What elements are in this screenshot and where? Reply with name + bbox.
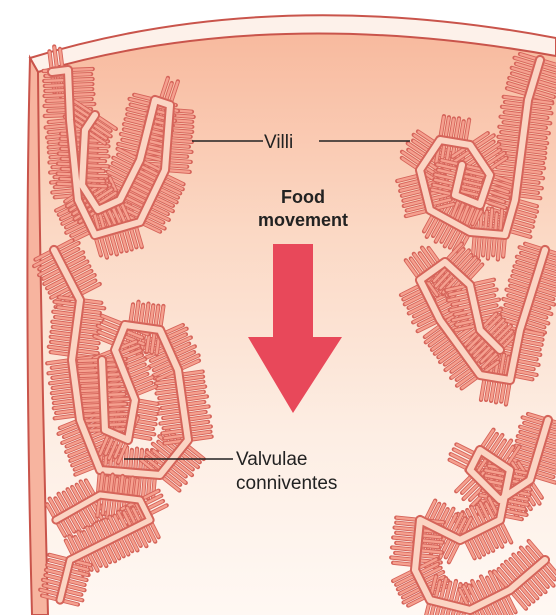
villus-fill [87, 150, 106, 151]
villus-fill [170, 140, 191, 142]
villus-fill [170, 135, 190, 137]
food-movement-label: Food movement [240, 186, 366, 232]
villus-fill [47, 100, 66, 101]
food-movement-line1: Food [240, 186, 366, 209]
villus-fill [71, 84, 91, 85]
villus-fill [473, 235, 475, 255]
villus-fill [82, 385, 100, 386]
villus-fill [106, 389, 128, 390]
villus-fill [107, 414, 127, 415]
villus-fill [107, 404, 126, 405]
villus-fill [85, 180, 104, 181]
villus-fill [81, 375, 100, 376]
valvulae-conniventes-label: Valvulae conniventes [236, 448, 337, 496]
villus-fill [79, 390, 101, 391]
villus-fill [107, 409, 128, 410]
villus-fill [49, 110, 67, 111]
villus-fill [79, 360, 99, 361]
villus-fill [106, 399, 127, 400]
villus-fill [169, 155, 186, 156]
villus-fill [86, 155, 107, 156]
villus-fill [85, 175, 106, 176]
villus-fill [46, 90, 66, 91]
villus-fill [86, 160, 104, 161]
villus-fill [168, 170, 189, 172]
villus-fill [71, 79, 92, 80]
villus-fill [143, 476, 145, 496]
villus-fill [83, 395, 101, 396]
villus-fill [45, 105, 66, 106]
villus-fill [46, 85, 66, 86]
villus-fill [170, 145, 189, 146]
villus-fill [106, 384, 124, 385]
valvulae-line2: conniventes [236, 472, 337, 496]
villus-fill [495, 214, 497, 232]
villus-fill [503, 238, 505, 256]
villus-fill [71, 74, 90, 75]
villus-fill [169, 150, 190, 152]
villus-fill [45, 95, 66, 96]
villus-fill [107, 419, 127, 420]
villus-fill [80, 400, 101, 401]
valvulae-line1: Valvulae [236, 448, 337, 472]
villus-fill [82, 415, 102, 416]
villus-fill [485, 212, 487, 231]
villus-fill [130, 451, 132, 470]
villus-fill [82, 405, 101, 406]
villus-fill [483, 236, 485, 255]
villus-fill [79, 370, 100, 371]
villus-fill [168, 165, 186, 166]
villus-fill [168, 160, 190, 162]
villus-fill [493, 237, 495, 255]
villus-fill [71, 69, 92, 70]
villus-fill [79, 380, 100, 381]
villus-fill [86, 165, 108, 166]
villi-label: Villi [264, 131, 293, 154]
food-movement-line2: movement [240, 209, 366, 232]
villus-fill [106, 394, 124, 395]
villus-fill [86, 170, 104, 171]
villus-fill [72, 94, 93, 95]
villus-fill [107, 424, 128, 425]
villus-fill [71, 89, 91, 90]
villus-fill [79, 365, 99, 366]
villus-fill [45, 80, 66, 81]
